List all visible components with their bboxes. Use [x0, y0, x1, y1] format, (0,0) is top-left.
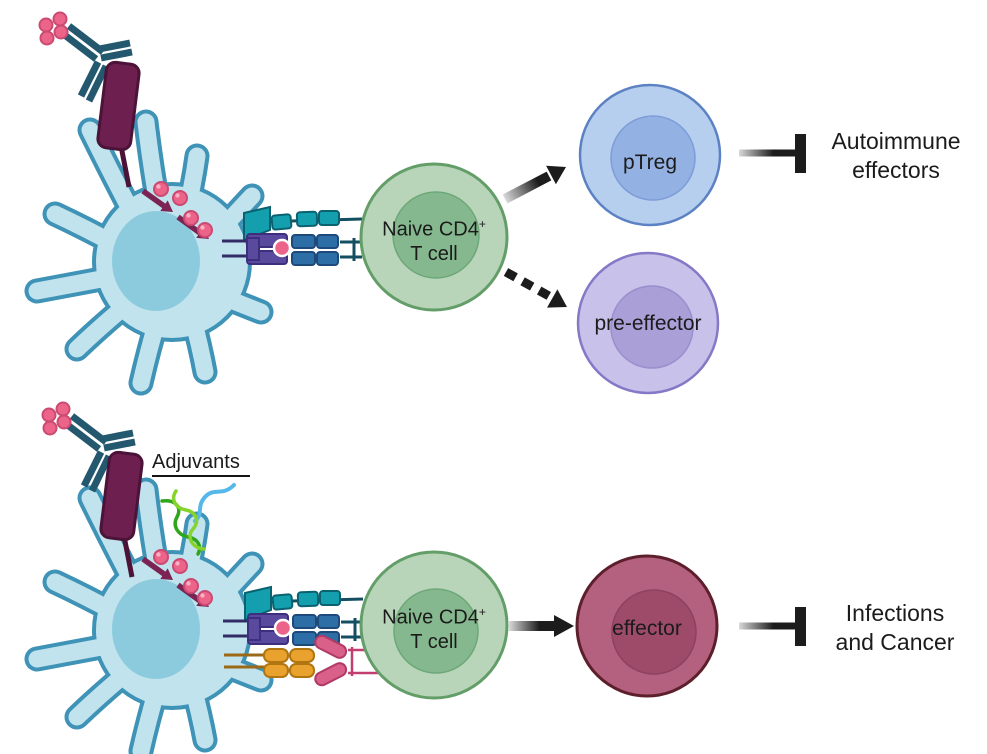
- infections-line1: Infections: [845, 600, 945, 626]
- naive-t-cell-label-bottom: Naive CD4+ T cell: [354, 605, 514, 654]
- antibody-drug-conjugate-top: [40, 13, 141, 188]
- naive-t-cell-top-nucleus: [392, 191, 480, 279]
- naive-label-sup: +: [478, 217, 486, 231]
- naive-label-sup-b: +: [478, 605, 486, 619]
- dna-adjuvant-strand2-icon: [171, 489, 206, 551]
- effector-cell-nucleus: [611, 589, 697, 675]
- naive-label-line2: T cell: [410, 243, 458, 266]
- naive-label-text-b: Naive CD4: [382, 606, 479, 629]
- naive-t-cell-bottom-nucleus: [393, 588, 479, 674]
- naive-label-text: Naive CD4: [382, 218, 479, 241]
- adjuvant-molecules: [160, 483, 236, 556]
- autoimmune-effectors-label: Autoimmune effectors: [812, 127, 980, 185]
- antibody-drug-conjugate-bottom: [43, 403, 144, 578]
- infections-cancer-label: Infections and Cancer: [810, 599, 980, 657]
- immune-synapse-top: [220, 205, 364, 267]
- pre-effector-label: pre-effector: [594, 312, 702, 335]
- infections-line2: and Cancer: [835, 628, 955, 655]
- autoimmune-line1: Autoimmune: [831, 128, 961, 154]
- dendritic-cell-top: [37, 122, 261, 383]
- arrow-to-ptreg: [502, 165, 566, 204]
- ptreg-cell-nucleus: [610, 115, 696, 201]
- panel-tolerogenic: [37, 13, 806, 394]
- naive-label-line2-b: T cell: [410, 631, 458, 654]
- arrow-to-effector: [509, 615, 574, 637]
- inhibition-bar-bottom: [739, 607, 806, 646]
- panel-immunogenic: [37, 403, 806, 752]
- ptreg-label: pTreg: [622, 151, 678, 174]
- autoimmune-line2: effectors: [852, 156, 940, 183]
- immune-synapse-bottom: [221, 585, 365, 647]
- rna-adjuvant-icon: [193, 483, 236, 523]
- naive-t-cell-label-top: Naive CD4+ T cell: [354, 217, 514, 266]
- dashed-arrow-to-pre-effector: [503, 268, 567, 308]
- pre-effector-cell-nucleus: [610, 285, 694, 369]
- inhibition-bar-top: [739, 134, 806, 173]
- effector-label: effector: [612, 617, 682, 640]
- costimulation-row: [224, 634, 378, 687]
- adjuvants-label: Adjuvants: [152, 450, 250, 478]
